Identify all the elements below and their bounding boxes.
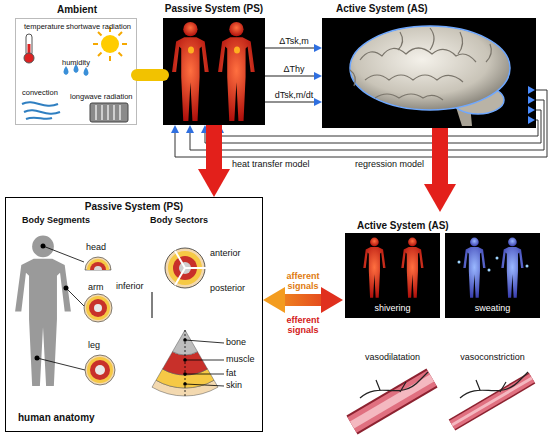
panel-title: Passive System (PS) xyxy=(149,3,279,14)
brain-image xyxy=(322,18,536,128)
human-figure xyxy=(172,22,209,121)
response-panel: vasoconstriction xyxy=(445,325,540,430)
head-segment xyxy=(85,257,111,270)
response-label: vasodilatation xyxy=(345,353,440,363)
sector-circle xyxy=(165,248,206,288)
heart-mark xyxy=(188,47,194,54)
wind-icon xyxy=(22,102,60,119)
factor-label: shortwave radiation xyxy=(66,23,131,31)
signal-label: ΔTsk,m xyxy=(266,37,322,47)
leg-segment xyxy=(85,355,115,385)
part-label: fat xyxy=(226,369,236,379)
leader-line xyxy=(185,330,224,396)
feedback-line xyxy=(220,120,538,136)
response-label: sweating xyxy=(445,304,540,314)
part-label: leg xyxy=(88,341,100,351)
section-heading: human anatomy xyxy=(18,412,95,423)
response-label: shivering xyxy=(345,304,440,314)
part-label: inferior xyxy=(116,282,144,292)
model-label: regression model xyxy=(330,160,424,170)
section-heading: Body Segments xyxy=(22,216,90,226)
feedback-line xyxy=(205,110,541,143)
system-panel: Passive System (PS) xyxy=(163,18,265,125)
signal-label: efferent signals xyxy=(277,316,329,336)
human-figure xyxy=(463,238,485,298)
ambient-panel: Ambienttemperatureshortwave radiationhum… xyxy=(15,18,137,125)
vessel-constricted xyxy=(452,372,532,425)
part-label: skin xyxy=(226,381,242,391)
heart-mark xyxy=(234,47,240,54)
part-label: muscle xyxy=(226,355,255,365)
anatomy-figure xyxy=(15,236,71,386)
response-image xyxy=(445,233,540,318)
human-figure xyxy=(363,238,385,298)
thermometer-icon xyxy=(24,34,34,63)
signal-arrow xyxy=(265,101,314,102)
vessel-dilated xyxy=(352,372,432,425)
bracket xyxy=(152,292,153,318)
human-figure xyxy=(501,238,523,298)
model-box: Active System (AS) shivering sweating vasod… xyxy=(343,212,543,432)
response-panel: sweating xyxy=(445,233,540,318)
response-image xyxy=(345,233,440,318)
factor-label: temperature xyxy=(24,23,64,31)
signal-double-arrow xyxy=(285,294,321,306)
human-figure xyxy=(218,22,255,121)
signal-label: dTsk,m/dt xyxy=(266,91,322,101)
signal-arrow xyxy=(265,47,314,48)
factor-label: humidity xyxy=(62,59,90,67)
human-figure xyxy=(401,238,423,298)
part-label: arm xyxy=(88,283,104,293)
signal-arrow xyxy=(265,75,314,76)
part-label: head xyxy=(86,243,106,253)
tissue-wedge xyxy=(152,330,218,396)
brain-drawing xyxy=(350,26,535,126)
model-box: Passive System (PS) xyxy=(5,197,263,432)
response-panel: vasodilatation xyxy=(345,325,440,430)
panel-title: Ambient xyxy=(6,4,148,15)
feedback-line xyxy=(175,90,547,157)
leader-line xyxy=(37,246,85,370)
panel-title: Active System (AS) xyxy=(357,220,449,231)
response-label: vasoconstriction xyxy=(445,353,540,363)
signal-label: ΔThy xyxy=(266,65,322,75)
factor-label: longwave radiation xyxy=(70,93,133,101)
radiator-icon xyxy=(90,103,128,122)
panel-title: Passive System (PS) xyxy=(6,201,262,212)
system-panel: Active System (AS) xyxy=(322,18,536,128)
panel-title: Active System (AS) xyxy=(336,3,428,14)
section-heading: Body Sectors xyxy=(150,216,208,226)
part-label: posterior xyxy=(210,284,245,294)
model-arrow xyxy=(432,128,448,184)
coupling-connector xyxy=(137,69,163,81)
feedback-line xyxy=(190,100,544,150)
model-label: heat transfer model xyxy=(232,160,310,170)
part-label: bone xyxy=(226,338,246,348)
signal-label: afferent signals xyxy=(277,272,329,292)
response-panel: shivering xyxy=(345,233,440,318)
arm-segment xyxy=(84,294,112,322)
sun-icon xyxy=(93,27,127,61)
model-arrow xyxy=(206,125,222,169)
part-label: anterior xyxy=(210,249,241,259)
factor-label: convection xyxy=(22,89,58,97)
body-image xyxy=(163,18,265,125)
